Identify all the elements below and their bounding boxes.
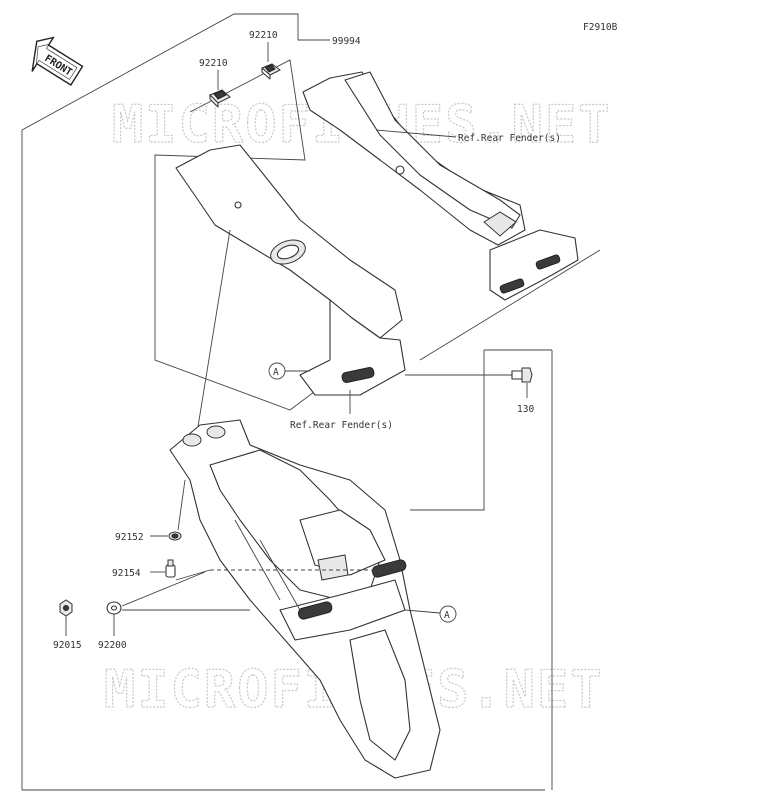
grommet-92152-icon [168, 531, 182, 541]
label-92152: 92152 [115, 532, 144, 543]
guide-line-left [194, 229, 231, 446]
figure-code: F2910B [583, 22, 618, 33]
left-bracket [175, 144, 406, 396]
label-ref-fender-upper: Ref.Rear Fender(s) [458, 133, 561, 144]
bracket-frame-line [154, 59, 331, 411]
rear-fender-tail [169, 419, 441, 779]
clip-nut-92210-left [209, 89, 231, 108]
label-92154: 92154 [112, 568, 141, 579]
callout-a-lower-letter: A [444, 610, 450, 621]
label-92200: 92200 [98, 640, 127, 651]
front-arrow-icon: FRONT [31, 36, 84, 86]
leader-callout-a-lower [404, 609, 441, 614]
callout-a-lower [439, 605, 457, 623]
bolt-130-icon [511, 367, 533, 383]
label-130: 130 [517, 404, 534, 415]
label-ref-fender-lower: Ref.Rear Fender(s) [290, 420, 393, 431]
label-92210-left: 92210 [199, 58, 228, 69]
kit-boundary-line [21, 13, 330, 131]
screw-92154-icon [165, 559, 176, 578]
guide-92154 [175, 569, 211, 581]
guide-92152 [177, 479, 186, 531]
label-92015: 92015 [53, 640, 82, 651]
nut-92015-icon [59, 599, 73, 617]
guide-line-right [410, 350, 485, 511]
clip-nut-92210-right [261, 63, 281, 80]
bracket-frame-right [419, 249, 601, 361]
washer-92200-icon [106, 601, 122, 615]
upper-right-bracket [302, 71, 579, 301]
guide-washer-upper [121, 571, 206, 607]
leader-ref-fender-upper [375, 129, 457, 138]
callout-a-upper-letter: A [273, 367, 279, 378]
label-92210-right: 92210 [249, 30, 278, 41]
label-99994: 99994 [332, 36, 361, 47]
